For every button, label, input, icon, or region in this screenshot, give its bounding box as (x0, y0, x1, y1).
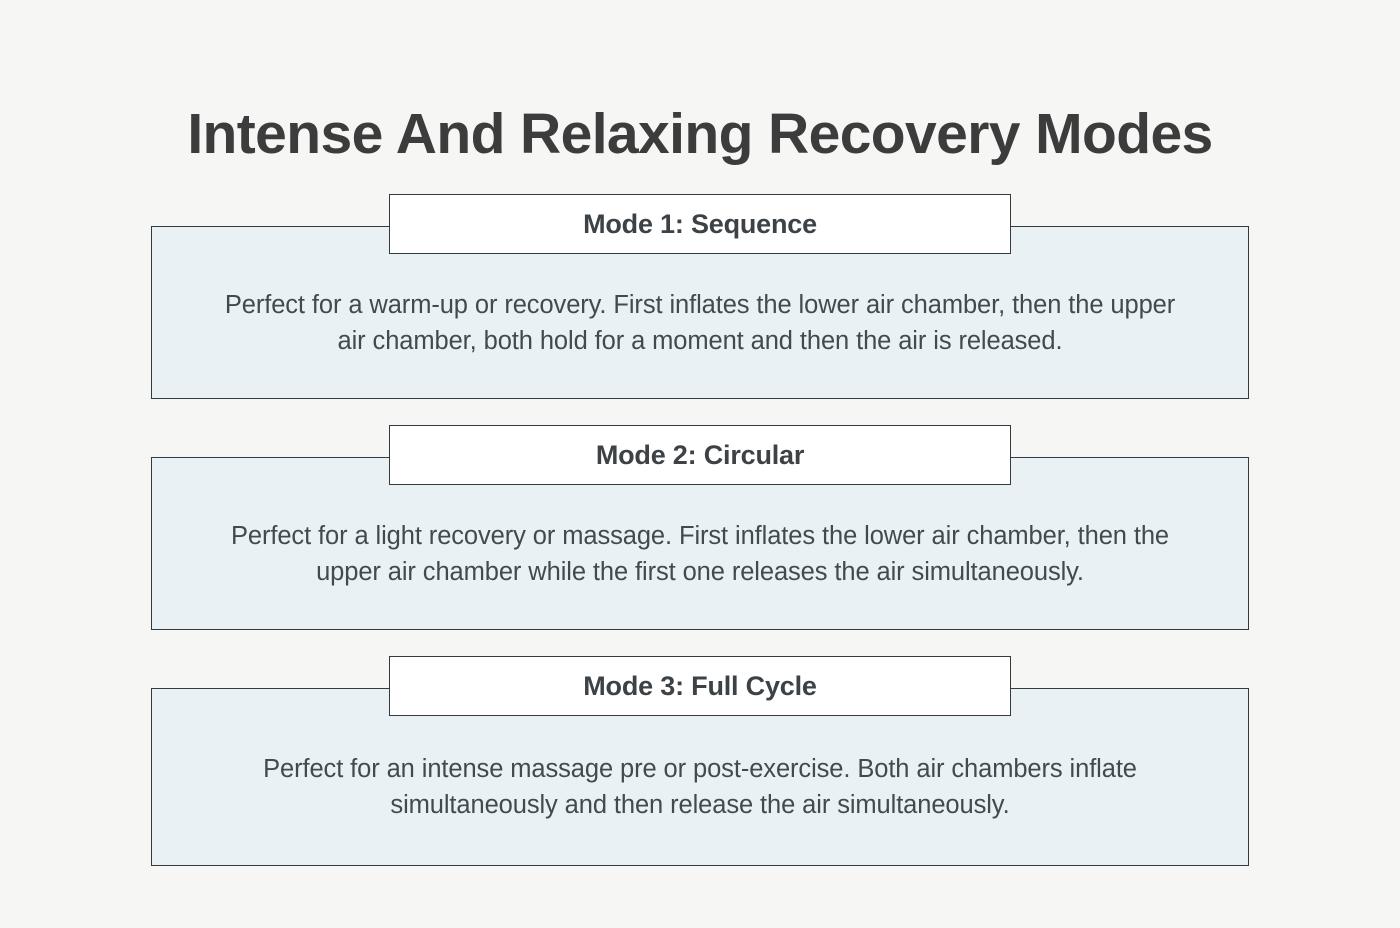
mode-card-header: Mode 1: Sequence (389, 194, 1011, 254)
mode-card-description: Perfect for a light recovery or massage.… (230, 521, 1170, 586)
mode-card-body: Perfect for an intense massage pre or po… (151, 688, 1249, 866)
mode-card-header-title: Mode 3: Full Cycle (583, 670, 817, 701)
mode-card-header: Mode 3: Full Cycle (389, 656, 1011, 716)
mode-card-body: Perfect for a warm-up or recovery. First… (151, 226, 1249, 399)
mode-card-description: Perfect for an intense massage pre or po… (263, 755, 1137, 819)
mode-card-list: Mode 1: Sequence Perfect for a warm-up o… (151, 194, 1249, 866)
mode-card-header-title: Mode 1: Sequence (583, 208, 817, 239)
page-title: Intense And Relaxing Recovery Modes (187, 102, 1213, 167)
mode-card-header-title: Mode 2: Circular (595, 439, 805, 470)
mode-card: Mode 3: Full Cycle Perfect for an intens… (151, 656, 1249, 866)
mode-card: Mode 2: Circular Perfect for a light rec… (151, 425, 1249, 630)
mode-card-header: Mode 2: Circular (389, 425, 1011, 485)
mode-card: Mode 1: Sequence Perfect for a warm-up o… (151, 194, 1249, 399)
mode-card-description: Perfect for a warm-up or recovery. First… (224, 290, 1176, 355)
